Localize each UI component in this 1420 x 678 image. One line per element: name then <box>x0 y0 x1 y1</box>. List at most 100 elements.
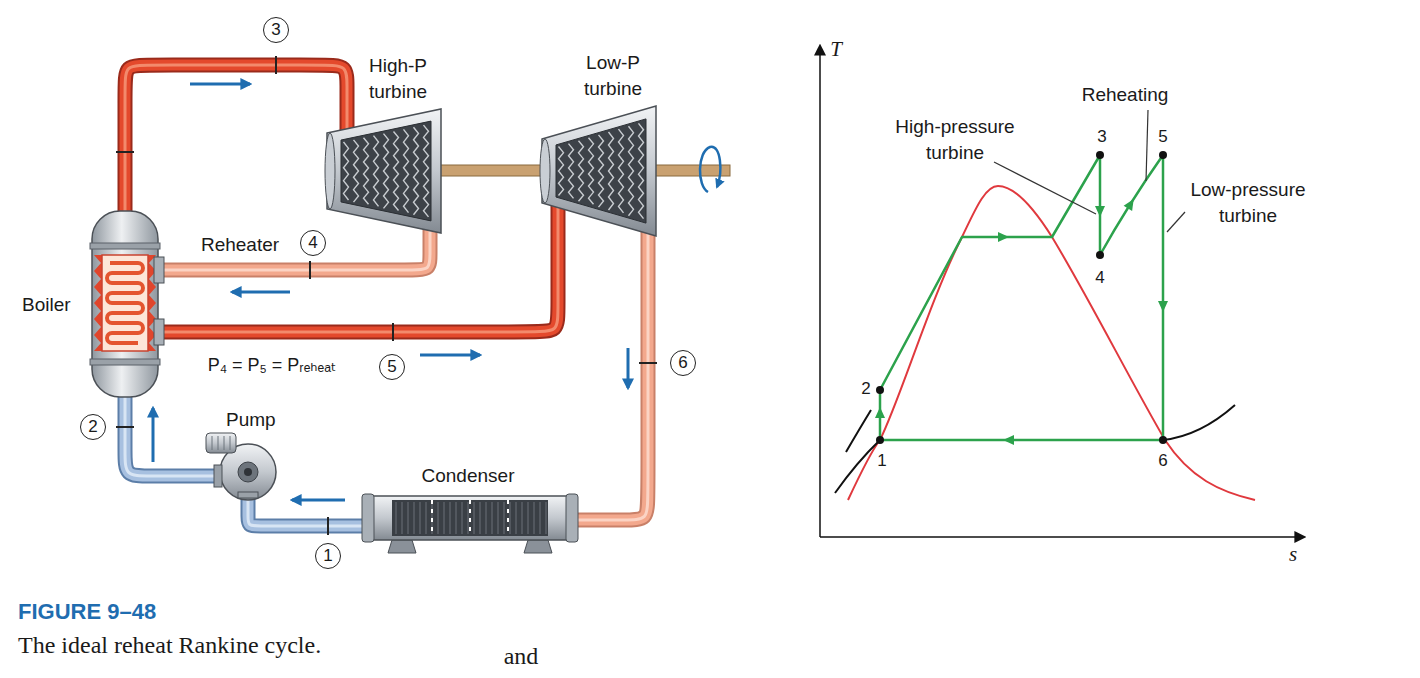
leader-line <box>1167 212 1185 232</box>
condenser-drawing <box>352 492 588 554</box>
state-tick <box>309 261 311 279</box>
flow-arrow <box>232 291 290 294</box>
cycle-arrow <box>1003 435 1014 445</box>
point-number: 6 <box>1158 450 1167 472</box>
condenser-tube <box>528 502 529 534</box>
state-number: 5 <box>379 354 405 380</box>
state-number: 4 <box>300 230 326 256</box>
component-label: Low-P turbine <box>558 50 668 102</box>
pipe-body <box>125 65 347 205</box>
boiler-drawing <box>88 205 180 403</box>
state-tick <box>275 56 277 74</box>
condenser-tube <box>408 502 409 534</box>
component-label: High-P turbine <box>343 53 453 105</box>
pipe-body <box>248 506 352 526</box>
water-pipe <box>248 506 352 526</box>
turbine-blades <box>629 126 634 216</box>
pressure-line <box>846 410 871 452</box>
state-number: 2 <box>80 414 106 440</box>
motor-fin <box>230 436 231 450</box>
baffle-line <box>431 500 433 536</box>
condenser-tube <box>450 502 451 534</box>
condenser-leg <box>388 540 416 553</box>
pump-flange <box>238 492 258 498</box>
condenser-tube <box>516 502 517 534</box>
pump-flange <box>214 465 222 487</box>
pressure-note: P₄ = P₅ = Pᵣₑₕₑₐₜ <box>208 354 337 377</box>
turbine-casing <box>542 106 656 236</box>
turbine-end <box>540 139 550 203</box>
stray-text: and <box>504 641 539 672</box>
figure-number: FIGURE 9–48 <box>18 598 156 627</box>
state-tick <box>327 517 329 535</box>
point-number: 2 <box>861 378 870 400</box>
pump-hub <box>244 468 252 476</box>
condenser-shell <box>364 496 576 540</box>
condenser-tube <box>540 502 541 534</box>
condenser-tube <box>438 502 439 534</box>
turbine-blades <box>404 129 409 212</box>
motor-fin <box>218 436 219 450</box>
pipe-body <box>248 506 352 526</box>
steam-pipe <box>588 238 648 520</box>
state-point <box>876 386 884 394</box>
saturation-dome <box>848 186 1255 500</box>
state-tick <box>639 362 657 364</box>
cycle-arrow <box>1095 206 1105 217</box>
condenser-tube <box>420 502 421 534</box>
condenser-tube <box>426 502 427 534</box>
condenser-tube <box>546 502 547 534</box>
cycle-arrow <box>1124 196 1138 211</box>
turbine-shaft <box>440 165 544 176</box>
state-number: 6 <box>670 350 696 376</box>
turbine-blades <box>579 141 584 202</box>
boiler-coil <box>107 263 143 343</box>
water-pipe <box>125 403 198 476</box>
pump: Pump <box>198 432 290 506</box>
point-number: 4 <box>1095 267 1104 289</box>
flow-arrow <box>420 354 480 357</box>
condenser-tube <box>498 502 499 534</box>
turbine-blades <box>414 127 419 214</box>
condenser-leg <box>524 540 552 553</box>
figure-caption: The ideal reheat Rankine cycle. <box>18 630 321 661</box>
pipe-body <box>125 403 198 476</box>
turbine-end <box>325 133 335 209</box>
condenser-tube <box>522 502 523 534</box>
pipe-body <box>588 238 648 520</box>
state-point <box>1159 436 1167 444</box>
axis-label: T <box>830 36 842 63</box>
cycle-path <box>880 155 1163 440</box>
state-point <box>876 436 884 444</box>
state-tick <box>116 426 134 428</box>
condenser-tube <box>462 502 463 534</box>
pipe-body <box>588 238 648 520</box>
turbine-blades <box>424 125 429 217</box>
turbine-blades <box>569 144 574 199</box>
motor-fin <box>212 436 213 450</box>
axis-line <box>820 536 1304 538</box>
turbine-blades <box>619 129 624 213</box>
component-label: Condenser <box>408 463 528 489</box>
boiler-vessel <box>92 211 158 397</box>
boiler-band <box>90 243 160 249</box>
pump-eye <box>238 462 258 482</box>
condenser-tube <box>396 502 397 534</box>
pump-motor <box>206 433 236 453</box>
cycle-arrow <box>998 232 1009 242</box>
steam-pipe <box>125 65 347 205</box>
low-pressure-turbine-drawing <box>540 104 658 238</box>
condenser: Condenser <box>352 492 588 554</box>
point-number: 3 <box>1097 126 1106 148</box>
turbine-blades <box>589 138 594 204</box>
component-label: Reheater <box>201 233 279 258</box>
turbine-rotor <box>556 119 646 223</box>
condenser-tube <box>486 502 487 534</box>
condenser-tubes <box>392 500 548 536</box>
axis-line <box>819 46 821 537</box>
turbine-casing <box>327 109 441 233</box>
condenser-cap <box>566 494 578 542</box>
